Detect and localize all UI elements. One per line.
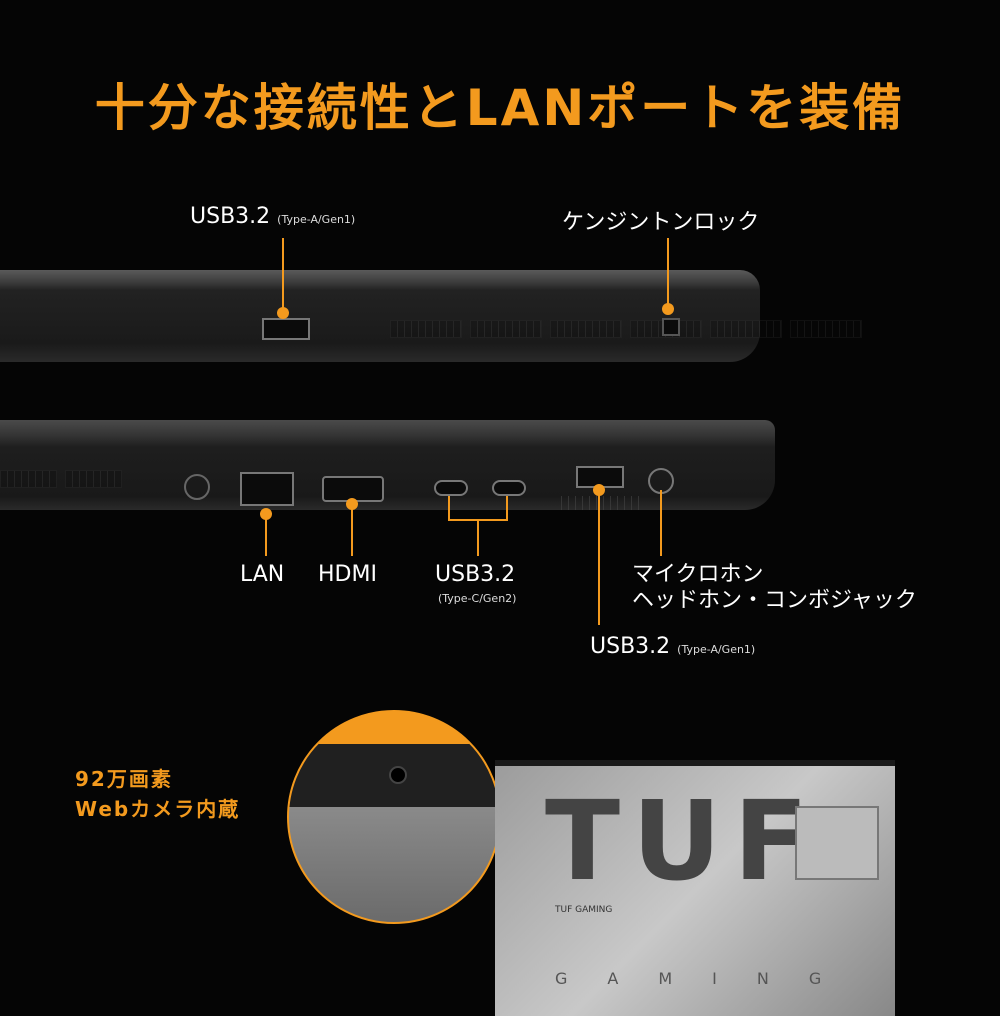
- dc-in-icon: [184, 474, 210, 500]
- webcam-zoom-circle: [287, 710, 501, 924]
- tuf-logo: TUF: [545, 777, 821, 905]
- kensington-slot-icon: [662, 318, 680, 336]
- webcam-lens-icon: [389, 766, 407, 784]
- usb-c-port-icon: [434, 480, 468, 496]
- usb-c-label: USB3.2: [435, 562, 516, 587]
- audio-jack-label: マイクロホンヘッドホン・コンボジャック: [632, 562, 917, 613]
- laptop-right-side: [0, 270, 760, 362]
- gaming-text: GAMING: [555, 969, 862, 988]
- usb-bottom-label: USB3.2 (Type-A/Gen1): [590, 634, 756, 659]
- hdmi-label: HDMI: [318, 562, 377, 587]
- lan-port-icon: [240, 472, 294, 506]
- vents-left: [0, 470, 122, 488]
- vents: [390, 320, 862, 338]
- usb-a-port-icon: [262, 318, 310, 340]
- usb-top-label: USB3.2 (Type-A/Gen1): [190, 204, 356, 229]
- usb-c-port-icon: [492, 480, 526, 496]
- lid-panel: [795, 806, 879, 880]
- lid-edition-text: TUF GAMING: [555, 905, 613, 915]
- kensington-label: ケンジントンロック: [562, 210, 760, 235]
- usb-c-sublabel: (Type-C/Gen2): [438, 592, 517, 605]
- laptop-left-side: [0, 420, 775, 510]
- laptop-lid: TUF TUF GAMING GAMING: [495, 760, 895, 1016]
- page-title: 十分な接続性とLANポートを装備: [94, 79, 906, 137]
- lan-label: LAN: [240, 562, 285, 587]
- vent-small: [555, 496, 645, 510]
